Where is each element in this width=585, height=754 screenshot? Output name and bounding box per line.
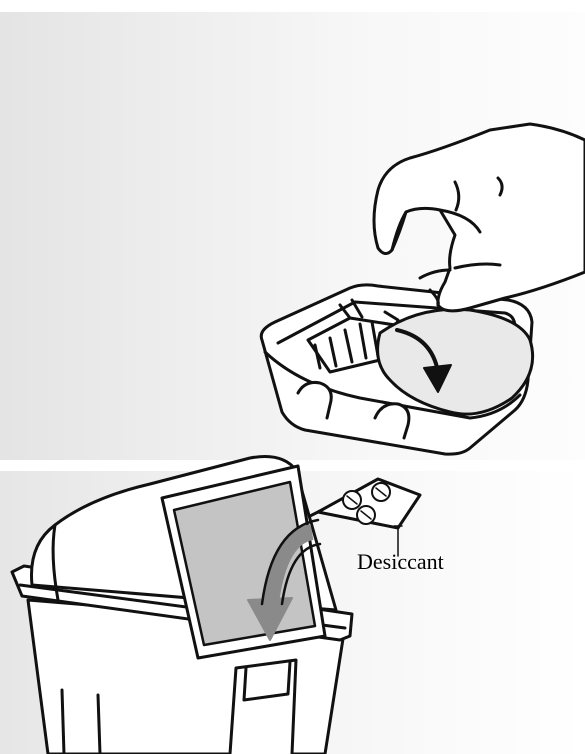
trash-bin-icon: [12, 457, 352, 754]
hand-icon: [374, 124, 585, 311]
desiccant-packet-icon: [310, 479, 420, 528]
desiccant-label: Desiccant: [357, 551, 444, 573]
